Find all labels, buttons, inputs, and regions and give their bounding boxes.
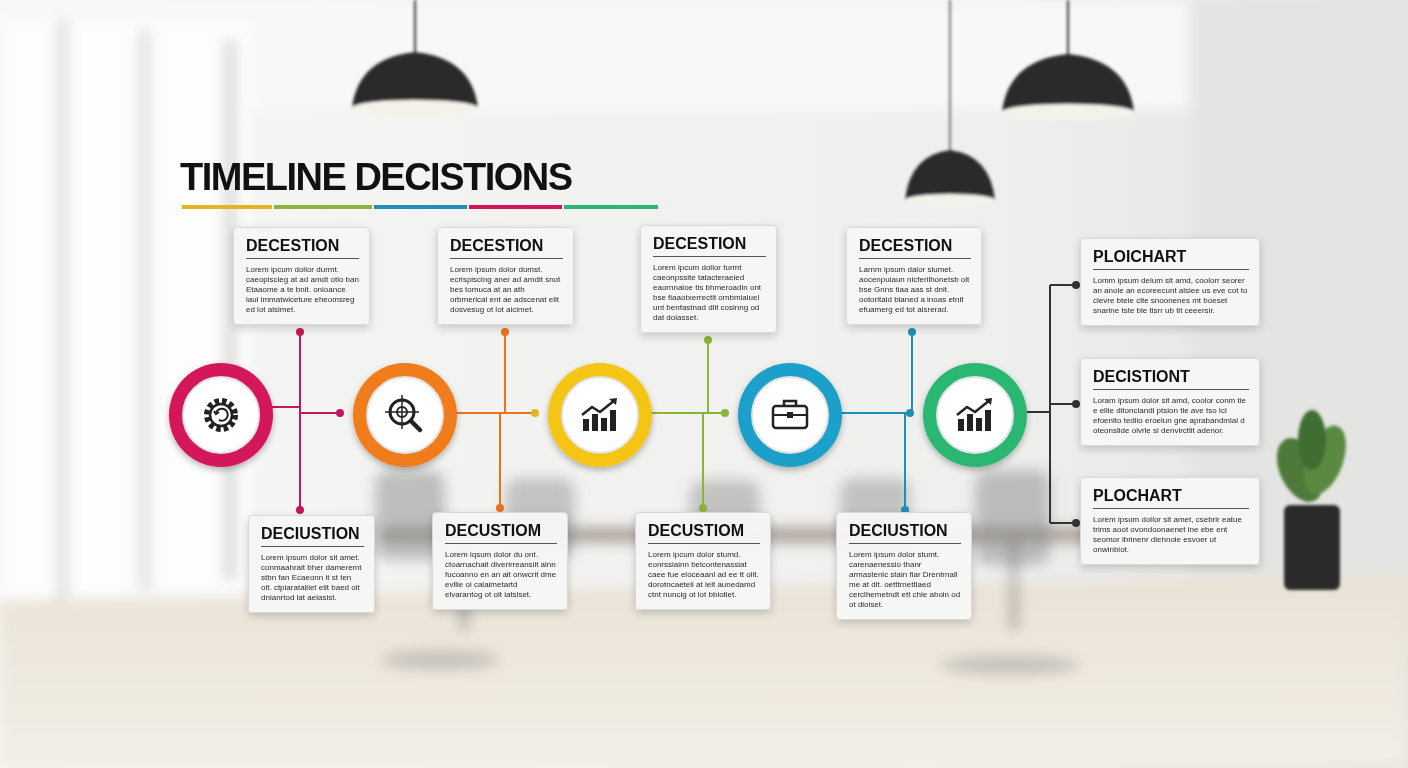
box-body: Larnm ipsum dalor siumet. aocenpuiaun ni…	[859, 265, 971, 315]
decision-box: DECESTION Larnm ipsum dalor siumet. aocen…	[846, 227, 982, 325]
bar-chart-icon	[582, 398, 617, 431]
box-body: Lorem ipcum dollor turmt caeonpssite tat…	[653, 263, 766, 323]
briefcase-icon	[773, 401, 807, 428]
side-box: PLOICHART Lomm ipsum delum sit amd, coolo…	[1080, 238, 1260, 326]
magnifier-icon	[385, 395, 420, 430]
box-heading: DECUSTIOM	[648, 521, 760, 544]
decision-box: DECESTION Lorem ipcum dollor durmt. caeop…	[233, 227, 370, 325]
box-heading: DECESTION	[653, 234, 766, 257]
box-body: Lomm ipsum delum sit amd, coolorr seorer…	[1093, 276, 1249, 316]
decision-box: DECUSTIOM Lorem iqsum dolor du ont. ctoar…	[432, 512, 568, 610]
box-heading: DECIUSTION	[849, 521, 961, 544]
diagram-title: TIMELINE DECISTIONS	[180, 156, 572, 198]
box-body: Lorem ipcum dollor durmt. caeopiscieg at…	[246, 265, 359, 315]
box-body: Lorem ipsum dolor stumt. carenaenessio t…	[849, 550, 961, 610]
box-heading: DECUSTIOM	[445, 521, 557, 544]
side-box: PLOCHART Lorem ipsum dollor sit amet, cse…	[1080, 477, 1260, 565]
side-box: DECISTIONT Loram ipsum dolor sit amd, coo…	[1080, 358, 1260, 446]
decision-box: DECUSTIOM Lorem ipcum dolor stumd. eonrss…	[635, 512, 771, 610]
box-heading: DECISTIONT	[1093, 367, 1249, 390]
box-body: Lorem ipcum dolor stumd. eonrssiainn bel…	[648, 550, 760, 600]
decision-box: DECIUSTION Lorem ipsum dolor stumt. caren…	[836, 512, 972, 620]
box-heading: PLOCHART	[1093, 486, 1249, 509]
gear-icon	[207, 401, 235, 429]
box-body: Lorem ipsum dollor sit amet, csebrir eat…	[1093, 515, 1249, 555]
box-heading: DECESTION	[450, 236, 563, 259]
box-body: Loram ipsum dolor sit amd, coolor conm t…	[1093, 396, 1249, 436]
box-heading: PLOICHART	[1093, 247, 1249, 270]
box-body: Lorem ipsum dolor dumst. ecrispiscing an…	[450, 265, 563, 315]
decision-box: DECIUSTION Lorem ipsum dolor sit amet. co…	[248, 515, 375, 613]
box-body: Lorem ipsum dolor sit amet. conmaahrait …	[261, 553, 364, 603]
decision-box: DECESTION Lorem ipcum dollor turmt caeonp…	[640, 225, 777, 333]
box-heading: DECESTION	[246, 236, 359, 259]
decision-box: DECESTION Lorem ipsum dolor dumst. ecrisp…	[437, 227, 574, 325]
title-underline	[182, 205, 658, 209]
timeline-circles	[169, 363, 1027, 467]
box-body: Lorem iqsum dolor du ont. ctoarnachait d…	[445, 550, 557, 600]
bar-chart-icon	[957, 398, 992, 431]
box-heading: DECESTION	[859, 236, 971, 259]
box-heading: DECIUSTION	[261, 524, 364, 547]
